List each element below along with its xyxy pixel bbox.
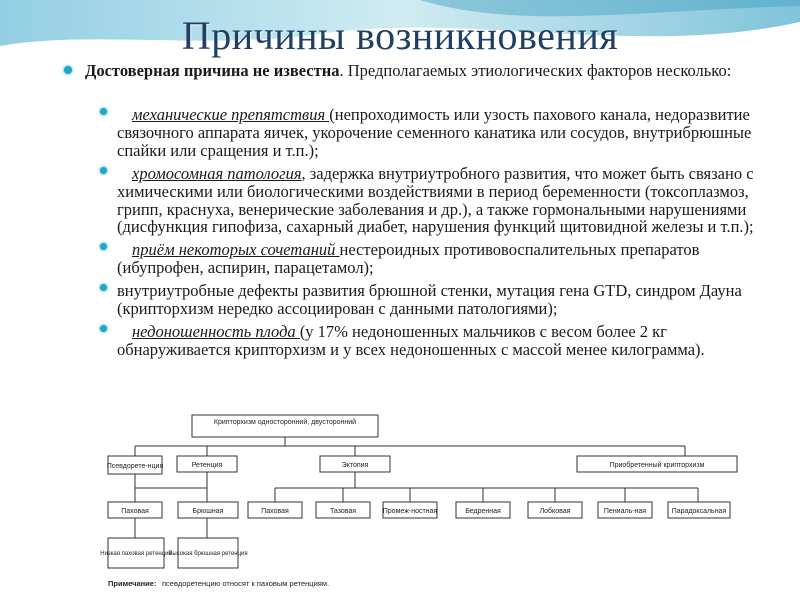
diagram-leaf-high-label: Высокая брюшная ретенция bbox=[168, 551, 247, 557]
item-text: нестероидных противовоспалительных препа… bbox=[117, 240, 700, 278]
diagram-retention-label: Ретенция bbox=[192, 462, 223, 469]
lead-paragraph: Достоверная причина не известна. Предпол… bbox=[85, 62, 745, 80]
item-emphasis: недоношенность плода bbox=[132, 321, 300, 341]
bullet-icon bbox=[100, 284, 107, 292]
diagram-leaf-low-label: Низкая паховая ретенция bbox=[100, 551, 172, 557]
diagram-ecto-label: Промеж-ностная bbox=[383, 508, 438, 515]
item-text: внутриутробные дефекты развития брюшной … bbox=[117, 281, 742, 319]
diagram-leaf-high-box bbox=[177, 537, 239, 569]
list-item: внутриутробные дефекты развития брюшной … bbox=[96, 282, 756, 318]
item-text: (непроходимость или узость пахового кана… bbox=[117, 105, 752, 160]
diagram-ecto-box bbox=[667, 501, 731, 519]
item-emphasis: хромосомная патология bbox=[132, 163, 302, 183]
diagram-ret-abdominal-box bbox=[177, 501, 239, 519]
item-text: (у 17% недоношенных мальчиков с весом бо… bbox=[117, 321, 705, 359]
bullet-icon bbox=[64, 66, 72, 74]
slide-title: Причины возникновения bbox=[181, 13, 619, 58]
diagram-ecto-box bbox=[455, 501, 511, 519]
diagram-ecto-label: Паховая bbox=[261, 508, 289, 515]
diagram-ret-inguinal-label: Паховая bbox=[121, 508, 149, 515]
item-emphasis: механические препятствия bbox=[132, 105, 330, 124]
diagram-root-label: Крипторхизм односторонний, двусторонний bbox=[214, 418, 356, 426]
diagram-ecto-box bbox=[597, 501, 653, 519]
item-text: , задержка внутриутробного развития, что… bbox=[117, 163, 754, 237]
list-item: механические препятствия (непроходимость… bbox=[96, 106, 756, 160]
item-emphasis: приём некоторых сочетаний bbox=[132, 240, 340, 260]
diagram-pseudo-label: Псевдорете-нция bbox=[107, 463, 164, 470]
list-item: недоношенность плода (у 17% недоношенных… bbox=[96, 323, 756, 359]
diagram-ecto-box bbox=[247, 501, 303, 519]
diagram-ecto-box bbox=[382, 501, 438, 519]
bullet-icon bbox=[100, 324, 107, 332]
diagram-ecto-label: Парадоксальная bbox=[672, 508, 727, 515]
diagram-ectopia-label: Эктопия bbox=[342, 462, 369, 469]
list-item: приём некоторых сочетаний нестероидных п… bbox=[96, 241, 756, 277]
bullet-icon bbox=[100, 243, 107, 251]
diagram-ecto-label: Пениаль-ная bbox=[604, 508, 646, 515]
bullet-icon bbox=[100, 108, 107, 115]
cause-list: механические препятствия (непроходимость… bbox=[96, 106, 756, 364]
diagram-ecto-label: Тазовая bbox=[330, 508, 356, 515]
lead-text: . Предполагаемых этиологических факторов… bbox=[339, 61, 732, 80]
diagram-ecto-box bbox=[527, 501, 583, 519]
diagram-ret-abdominal-label: Брюшная bbox=[193, 508, 224, 515]
diagram-acquired-box bbox=[576, 455, 738, 473]
diagram-ecto-label: Лобковая bbox=[540, 507, 571, 515]
diagram-ecto-label: Бедренная bbox=[465, 508, 501, 515]
header-wave-decoration bbox=[0, 0, 800, 54]
list-item: хромосомная патология, задержка внутриут… bbox=[96, 163, 756, 237]
lead-bold-text: Достоверная причина не известна bbox=[85, 61, 340, 80]
diagram-note-text: псевдоретенцию относят к паховым ретенци… bbox=[162, 579, 329, 588]
diagram-acquired-label: Приобретенный крипторхизм bbox=[610, 461, 705, 469]
diagram-leaf-low-box bbox=[107, 537, 165, 569]
diagram-note-label: Примечание: bbox=[108, 579, 156, 588]
diagram-ecto-box bbox=[315, 501, 371, 519]
bullet-icon bbox=[100, 166, 107, 174]
classification-diagram: Крипторхизм односторонний, двусторонний … bbox=[100, 414, 738, 588]
